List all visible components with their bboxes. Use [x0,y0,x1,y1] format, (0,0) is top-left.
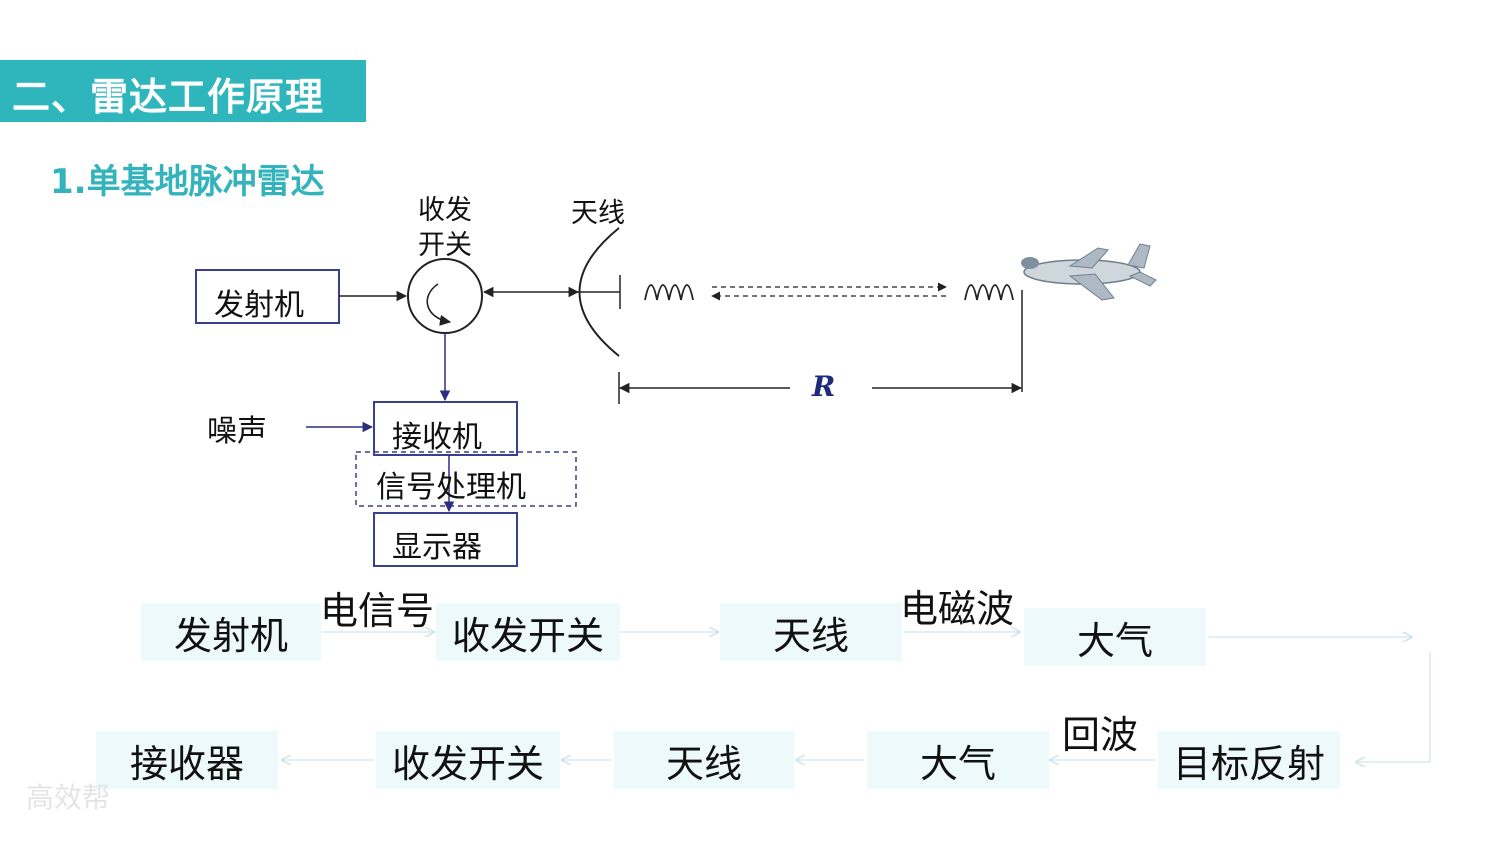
antenna-label: 天线 [571,198,625,229]
receiver-label: 接收机 [392,420,482,455]
circulator-arrow-icon [426,283,452,326]
signal-processor-label: 信号处理机 [376,470,526,505]
airplane-icon [1021,243,1157,301]
flow-receiver: 接收器 [96,731,278,789]
flow-transmitter: 发射机 [141,603,321,661]
section-title: 二、雷达工作原理 [12,75,325,119]
watermark: 高效帮 [26,781,111,814]
range-symbol: R [812,370,836,403]
duplexer-circle [407,258,483,334]
transmitted-pulse-icon [644,284,694,301]
duplexer-label-line1: 收发 [418,195,472,226]
display-label: 显示器 [392,530,482,565]
flow-atmosphere-return: 大气 [867,731,1049,789]
subtitle: 1.单基地脉冲雷达 [50,162,325,202]
duplexer-label-line2: 开关 [418,230,472,261]
flow-duplexer-return: 收发开关 [376,731,560,789]
signal-processor-box [355,451,577,507]
display-box [373,512,518,567]
flow-duplexer: 收发开关 [436,603,620,661]
label-electric-signal: 电信号 [320,589,435,633]
receiver-box [373,401,518,456]
label-em-wave: 电磁波 [900,587,1015,631]
flow-antenna-return: 天线 [614,731,794,789]
noise-label: 噪声 [207,414,267,449]
flow-antenna: 天线 [720,603,902,661]
section-title-bar: 二、雷达工作原理 [0,60,366,122]
flow-target-reflection: 目标反射 [1158,731,1340,789]
echo-pulse-icon [964,284,1014,301]
flow-atmosphere: 大气 [1024,608,1206,666]
label-echo: 回波 [1062,713,1139,757]
transmitter-label: 发射机 [214,288,304,323]
